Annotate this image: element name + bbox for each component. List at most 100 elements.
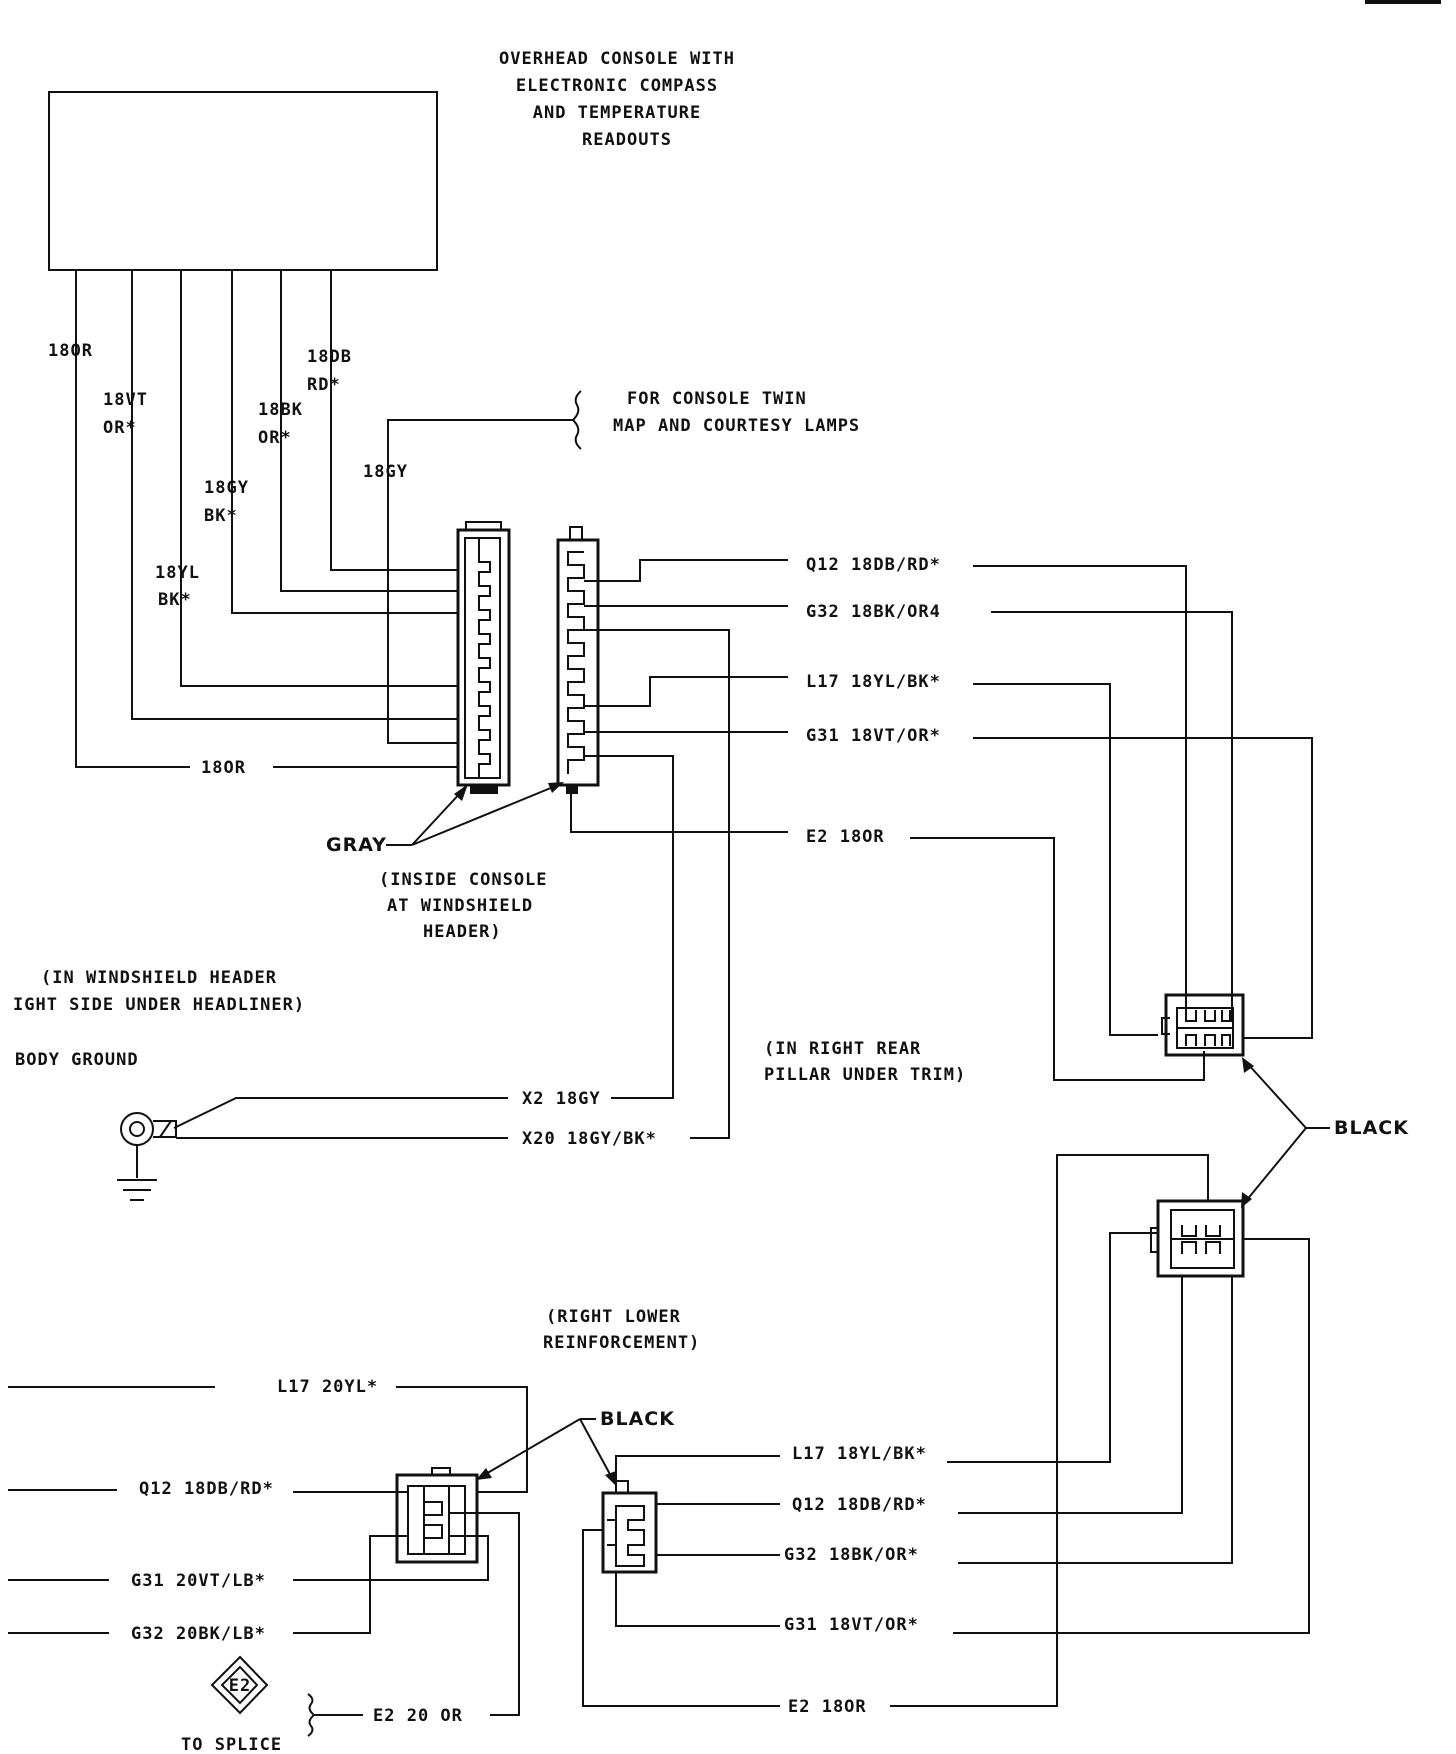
wire-label-q12-left: Q12 18DB/RD* — [139, 1479, 274, 1499]
gray-arrow-right-connector — [411, 784, 559, 846]
console-title-line-2: ELECTRONIC COMPASS — [516, 76, 718, 96]
ground-symbol-icon — [117, 1145, 157, 1201]
wire-label-e2-lower: E2 18OR — [788, 1697, 867, 1717]
wire-l17-left-in — [396, 1386, 528, 1493]
wire-e2-lower-right — [890, 1154, 1209, 1707]
rear-pillar-location-line-2: PILLAR UNDER TRIM) — [764, 1065, 966, 1085]
black-connector-rear-lower — [1150, 1199, 1245, 1278]
rear-pillar-location-line-1: (IN RIGHT REAR — [764, 1039, 921, 1059]
wire-q12-upper-right — [973, 565, 1187, 1022]
console-title-line-3: AND TEMPERATURE — [533, 103, 702, 123]
wire-label-l17-upper: L17 18YL/BK* — [806, 672, 941, 692]
wire-label-18vt-or: OR* — [103, 418, 137, 438]
wire-label-q12-upper: Q12 18DB/RD* — [806, 555, 941, 575]
wire-g32-lower-right — [958, 1276, 1233, 1564]
wire-label-e2-splice: E2 20 OR — [373, 1706, 463, 1726]
gray-arrowhead-right — [548, 782, 564, 793]
black-label-reinforcement: BLACK — [600, 1408, 675, 1430]
ground-eyelet-icon — [120, 1112, 177, 1146]
wire-g31-lower-right — [953, 1238, 1310, 1634]
wire-e2-upper-left — [570, 794, 788, 833]
overhead-console-module — [48, 91, 438, 271]
wire-g32-upper-right — [991, 611, 1233, 1022]
wire-x20-feed — [584, 629, 730, 1139]
console-location-line-3: HEADER) — [423, 922, 502, 942]
wire-label-18or-bottom: 18OR — [201, 758, 246, 778]
console-location-line-1: (INSIDE CONSOLE — [379, 870, 548, 890]
black-connector-rear-upper — [1161, 993, 1245, 1057]
reinforcement-connector-left — [395, 1467, 479, 1564]
wire-label-18gy: 18GY — [204, 478, 249, 498]
wire-label-q12-lower: Q12 18DB/RD* — [792, 1495, 927, 1515]
wire-label-e2-upper: E2 18OR — [806, 827, 885, 847]
wire-label-x2: X2 18GY — [522, 1089, 601, 1109]
to-splice-label: TO SPLICE — [181, 1735, 282, 1754]
wire-label-g31-upper: G31 18VT/OR* — [806, 726, 941, 746]
wire-label-18yl: 18YL — [155, 563, 200, 583]
wire-e2-left — [449, 1512, 520, 1716]
black-rear-arrow-lower — [1245, 1127, 1307, 1202]
wire-e2-reinforcement-right — [582, 1529, 780, 1707]
black-rear-arrowhead-lower — [1241, 1192, 1252, 1208]
wire-e2-upper-right — [910, 837, 1205, 1081]
wire-label-g32-left: G32 20BK/LB* — [131, 1624, 266, 1644]
wire-g32-left-in — [293, 1535, 408, 1634]
wire-l17-lower-right — [947, 1232, 1158, 1463]
wire-18gy-bk — [231, 270, 458, 614]
ground-location-line-1: (IN WINDSHIELD HEADER — [41, 968, 277, 988]
wire-g31-upper-right — [973, 737, 1313, 1039]
splice-e2-icon — [210, 1655, 269, 1715]
wire-label-18bk: 18BK — [258, 400, 303, 420]
gray-connector-right — [556, 526, 600, 794]
black-reinforcement-arrow-right — [579, 1418, 613, 1479]
gray-arrowhead-left — [454, 784, 468, 801]
wire-x2-feed — [584, 755, 674, 1099]
black-reinforcement-arrowhead-right — [605, 1471, 616, 1486]
gray-connector-left — [456, 521, 511, 794]
wire-18yl-bk — [180, 270, 458, 687]
wire-label-g31-left: G31 20VT/LB* — [131, 1571, 266, 1591]
wire-l17-upper-left — [584, 676, 788, 707]
console-location-line-2: AT WINDSHIELD — [387, 896, 533, 916]
wire-l17-upper-right — [973, 683, 1158, 1036]
gray-connector-color-label: GRAY — [326, 834, 387, 856]
black-reinforcement-arrow-left — [483, 1418, 581, 1476]
wire-label-g32-upper: G32 18BK/OR4 — [806, 602, 941, 622]
wire-label-18db: 18DB — [307, 347, 352, 367]
wire-g31-reinforcement-right — [615, 1572, 780, 1627]
wire-q12-lower-right — [958, 1276, 1183, 1514]
wire-18db-rd — [330, 270, 458, 571]
ground-location-line-2: IGHT SIDE UNDER HEADLINER) — [13, 995, 305, 1015]
console-title-line-4: READOUTS — [582, 130, 672, 150]
wire-label-18db-rd: RD* — [307, 375, 341, 395]
wire-label-l17-left: L17 20YL* — [277, 1377, 378, 1397]
wire-18or-console — [75, 270, 190, 768]
black-reinforcement-arrowhead-left — [476, 1468, 492, 1480]
black-rear-arrowhead-upper — [1242, 1057, 1254, 1073]
wire-label-18or-top: 18OR — [48, 341, 93, 361]
wire-label-x20: X20 18GY/BK* — [522, 1129, 657, 1149]
wire-18bk-or — [280, 270, 458, 592]
wire-label-18yl-bk: BK* — [158, 590, 192, 610]
lamps-wire-break — [572, 390, 582, 450]
wire-label-g31-lower: G31 18VT/OR* — [784, 1615, 919, 1635]
gray-arrow-left-connector — [411, 789, 464, 846]
wire-label-g32-lower: G32 18BK/OR* — [784, 1545, 919, 1565]
page-corner-mark — [1365, 0, 1441, 4]
wire-18gy-lamps — [387, 419, 573, 744]
reinforcement-location-line-1: (RIGHT LOWER — [546, 1307, 681, 1327]
wire-q12-upper-left — [584, 559, 788, 582]
splice-e2-id: E2 — [229, 1676, 251, 1696]
lamps-label-line-2: MAP AND COURTESY LAMPS — [613, 416, 860, 436]
black-label-rear: BLACK — [1334, 1117, 1409, 1139]
wire-label-18bk-or: OR* — [258, 428, 292, 448]
lamps-label-line-1: FOR CONSOLE TWIN — [627, 389, 807, 409]
wire-label-l17-lower: L17 18YL/BK* — [792, 1444, 927, 1464]
wire-g31-left-in — [293, 1535, 489, 1581]
wire-label-18vt: 18VT — [103, 390, 148, 410]
black-rear-arrow-upper — [1246, 1062, 1307, 1129]
console-title-line-1: OVERHEAD CONSOLE WITH — [499, 49, 735, 69]
wire-18vt-or — [131, 270, 458, 720]
black-connector-reinforcement-right — [601, 1480, 658, 1574]
